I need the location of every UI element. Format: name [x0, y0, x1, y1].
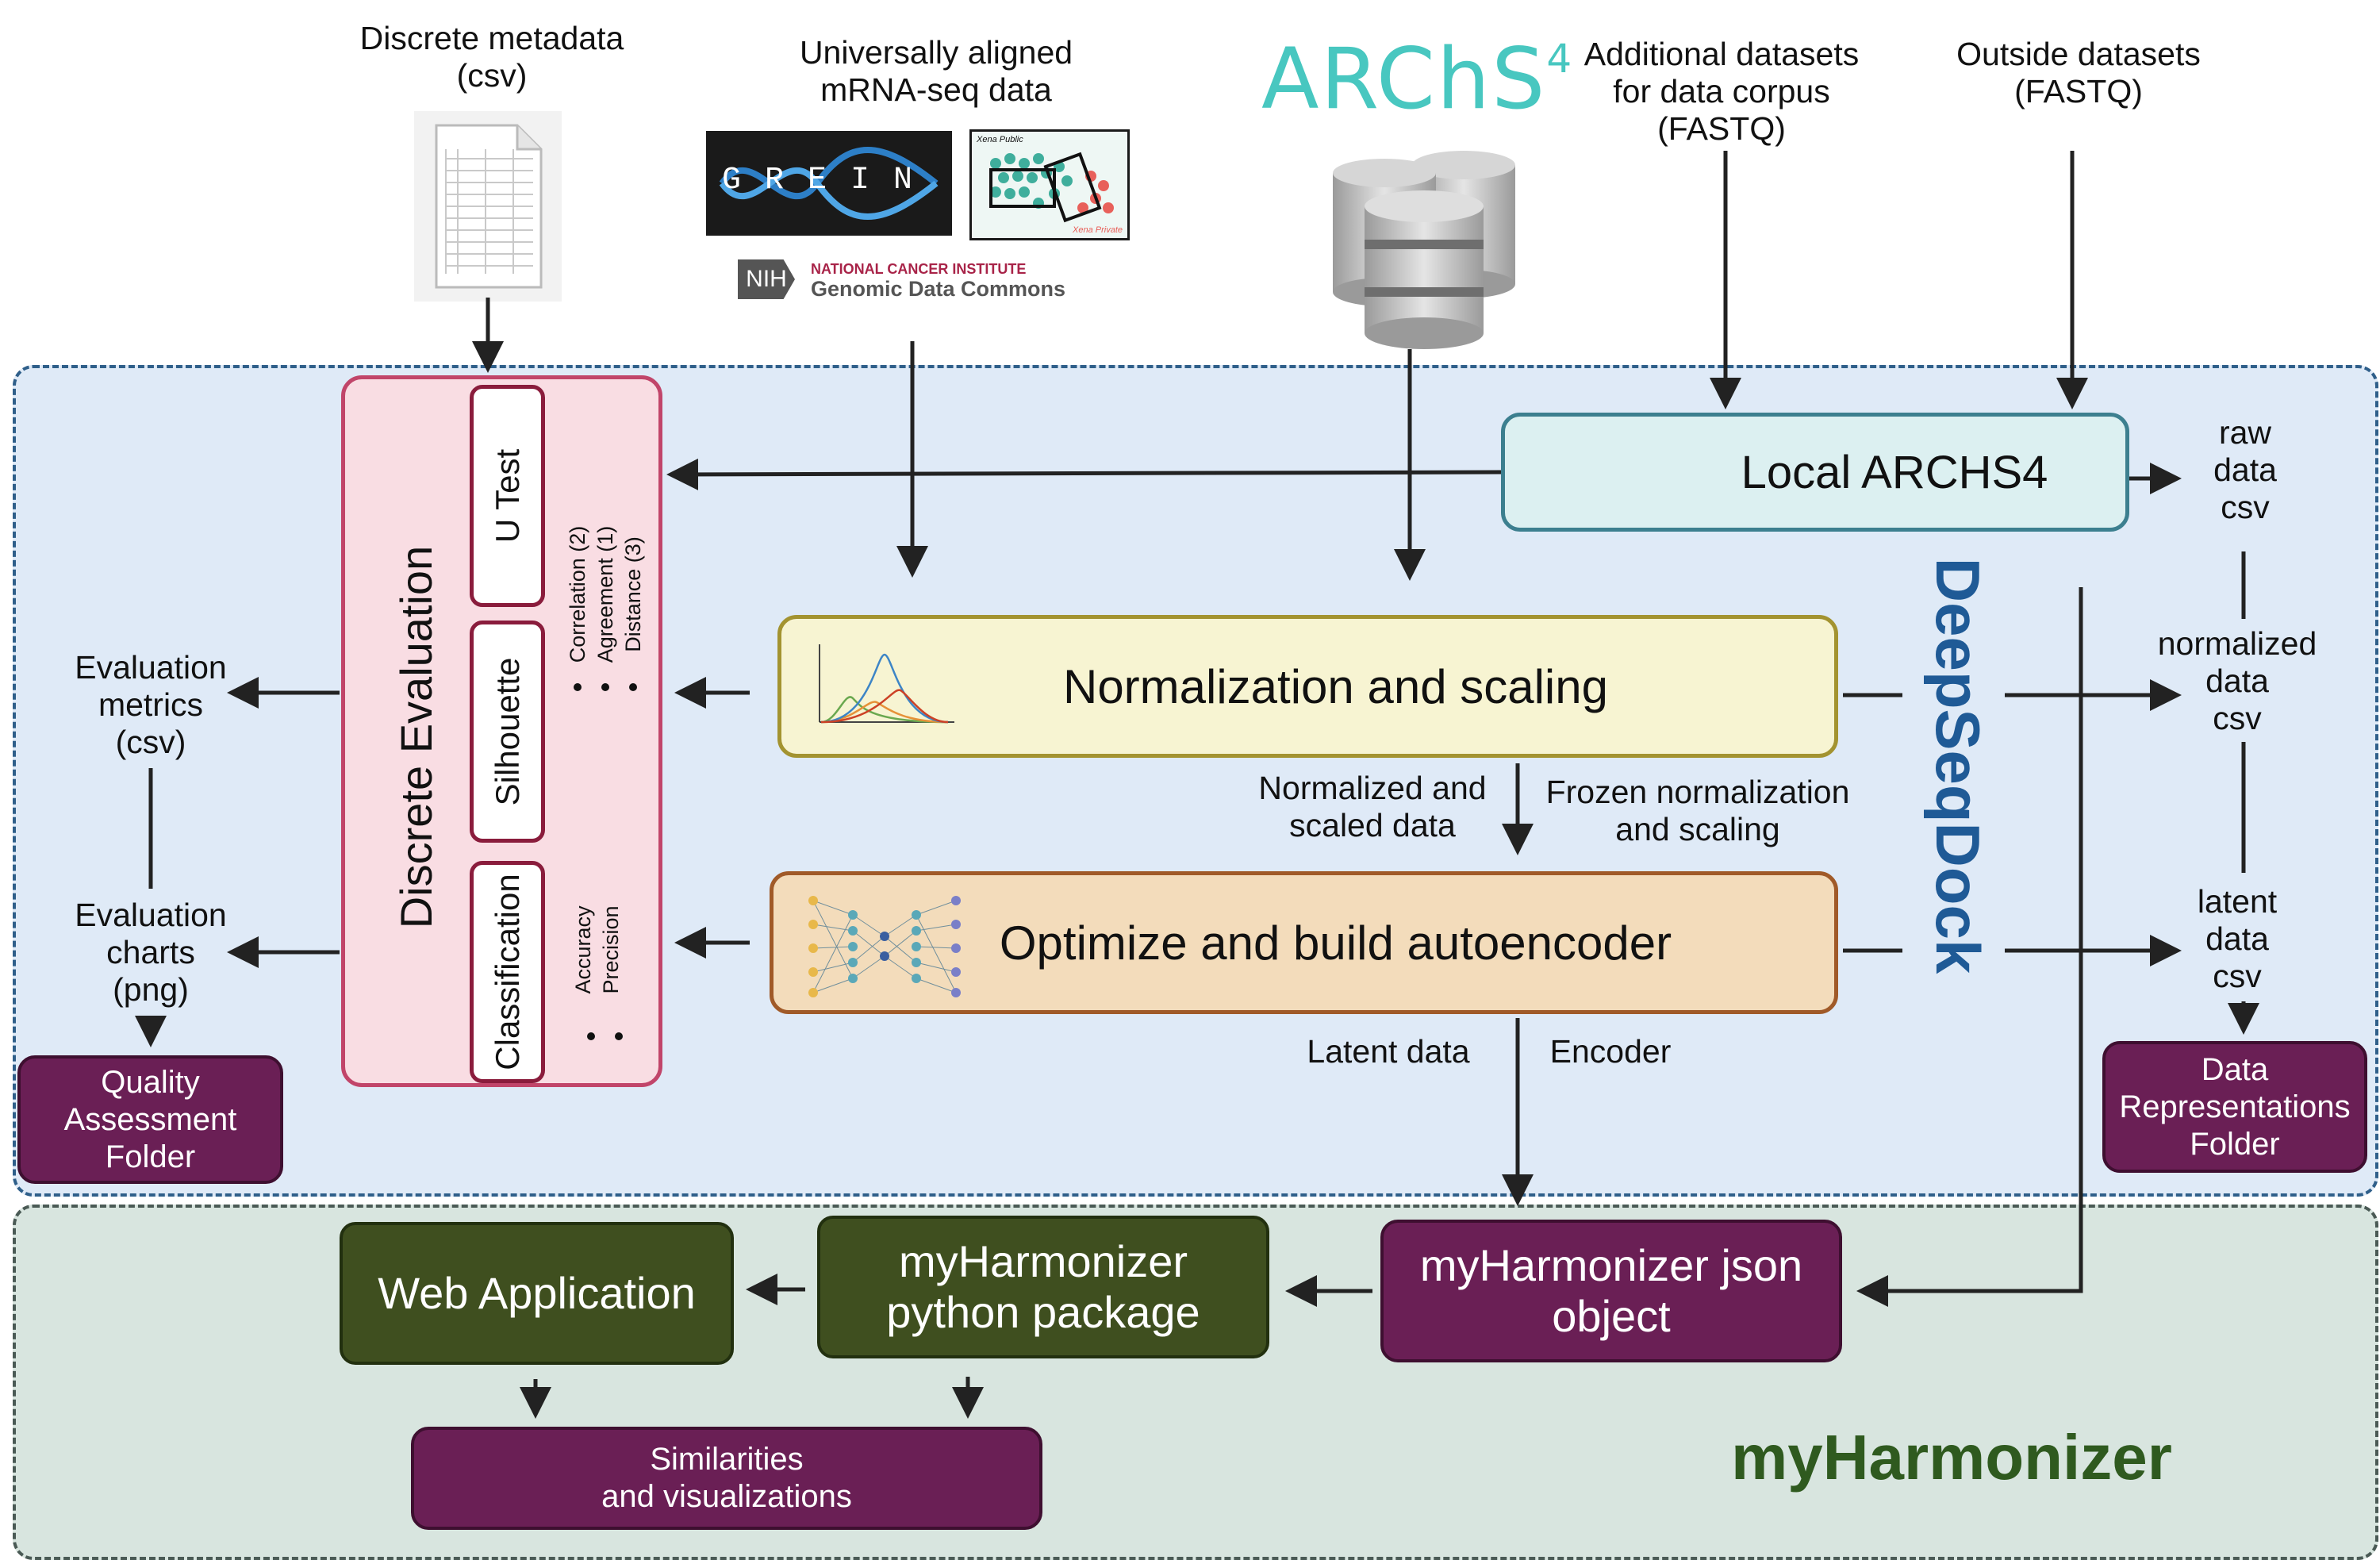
normalization-label: Normalization and scaling — [1062, 659, 1608, 713]
classification-box — [470, 861, 545, 1083]
nci-line2: Genomic Data Commons — [811, 277, 1066, 301]
nih-badge: NIH — [738, 259, 795, 299]
metadata-label: Discrete metadata (csv) — [359, 20, 624, 94]
web-application-box: Web Application — [340, 1222, 734, 1365]
xena-public-text: Xena Public — [977, 135, 1023, 144]
myharmonizer-title: myHarmonizer — [1731, 1422, 2172, 1493]
database-icon — [1333, 151, 1515, 349]
distribution-plot-icon — [819, 644, 954, 724]
archs4-superscript: 4 — [1546, 36, 1572, 82]
autoencoder-box: Optimize and build autoencoder — [770, 871, 1838, 1014]
myharmonizer-json-label: myHarmonizer json object — [1419, 1240, 1803, 1341]
raw-data-csv-label: raw data csv — [2213, 414, 2277, 525]
data-representations-folder-label: Data Representations Folder — [2119, 1051, 2351, 1162]
web-application-label: Web Application — [378, 1268, 696, 1318]
mrna-label: Universally aligned mRNA-seq data — [799, 34, 1073, 108]
xena-logo: Xena Public Xena Private — [969, 129, 1130, 240]
grein-text: GREIN — [721, 163, 937, 198]
frozen-normalization-label: Frozen normalization and scaling — [1545, 774, 1850, 847]
silhouette-box — [470, 621, 545, 843]
additional-datasets-label: Additional datasets for data corpus (FAS… — [1583, 36, 1860, 147]
quality-assessment-folder: Quality Assessment Folder — [17, 1055, 283, 1184]
local-archs4-label: Local ARCHS4 — [1741, 446, 2048, 498]
latent-data-label: Latent data — [1307, 1033, 1470, 1070]
nci-gdc-logo: NIH NATIONAL CANCER INSTITUTE Genomic Da… — [738, 258, 1134, 302]
local-archs4-box: Local ARCHS4 — [1501, 413, 2129, 532]
data-representations-folder: Data Representations Folder — [2102, 1041, 2367, 1173]
spreadsheet-icon — [414, 111, 562, 302]
outside-datasets-label: Outside datasets (FASTQ) — [1956, 36, 2201, 110]
latent-data-csv-label: latent data csv — [2197, 883, 2278, 994]
python-package-box: myHarmonizer python package — [817, 1216, 1269, 1358]
evaluation-metrics-label: Evaluation metrics (csv) — [75, 649, 227, 760]
similarities-label: Similarities and visualizations — [601, 1442, 852, 1514]
autoencoder-label: Optimize and build autoencoder — [999, 916, 1672, 970]
similarities-box: Similarities and visualizations — [411, 1427, 1042, 1530]
grein-logo: GREIN — [706, 131, 952, 236]
archs4-text: ARChS — [1261, 30, 1547, 128]
normalized-data-label: Normalized and scaled data — [1258, 770, 1487, 843]
xena-private-text: Xena Private — [1073, 225, 1123, 235]
python-package-label: myHarmonizer python package — [886, 1236, 1200, 1337]
encoder-label: Encoder — [1549, 1033, 1672, 1070]
nci-line1: NATIONAL CANCER INSTITUTE — [811, 261, 1027, 277]
u-test-box — [470, 385, 545, 607]
metric-bullets — [574, 683, 637, 1040]
quality-assessment-folder-label: Quality Assessment Folder — [63, 1064, 237, 1174]
normalized-data-csv-label: normalized data csv — [2157, 625, 2317, 736]
normalization-box: Normalization and scaling — [777, 615, 1838, 758]
archs4-logo: ARChS4 — [1261, 36, 1572, 123]
myharmonizer-json-box: myHarmonizer json object — [1380, 1220, 1842, 1362]
neural-network-icon — [808, 896, 961, 997]
evaluation-charts-label: Evaluation charts (png) — [75, 897, 227, 1008]
